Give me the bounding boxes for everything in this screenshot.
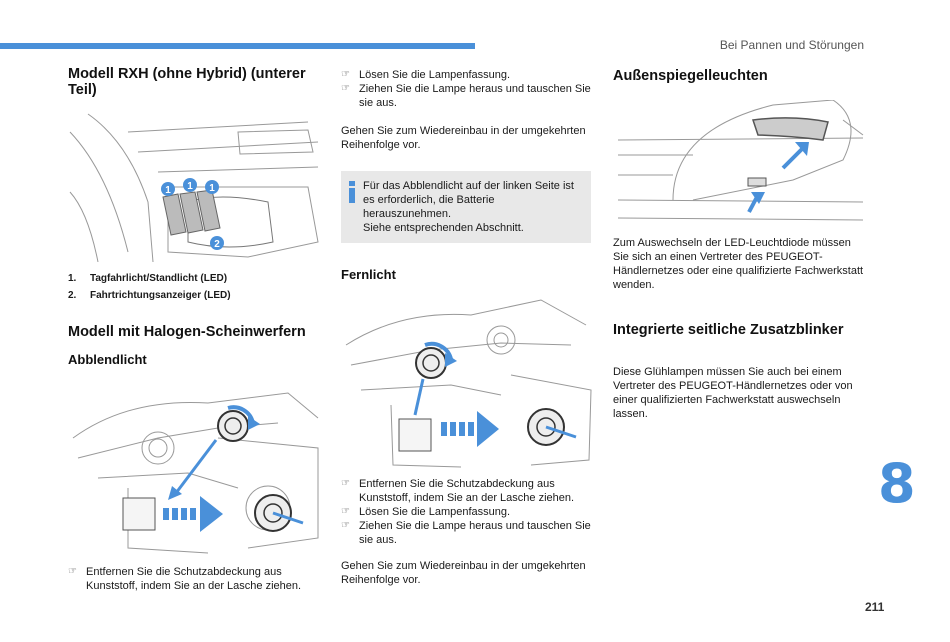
heading-side-blinkers: Integrierte seitliche Zusatzblinker (613, 322, 844, 338)
legend-num-1: 1. (68, 273, 77, 284)
figure-rxh-lower-lights: 1 1 1 2 (69, 113, 319, 262)
legend-text-1: Tagfahrlicht/Standlicht (LED) (90, 273, 228, 284)
callout-1c (205, 180, 219, 194)
legend-item-2: 2. Fahrtrichtungsanzeiger (LED) (68, 287, 323, 304)
bullet-text: Lösen Sie die Lampenfassung. (359, 69, 511, 81)
mirror-lamp (747, 177, 767, 187)
info-icon (348, 181, 356, 203)
halogen-bullets: ☞ Entfernen Sie die Schutzabdeckung aus K… (68, 565, 323, 593)
page-number: 211 (865, 600, 885, 614)
halogen-section: Modell mit Halogen-Scheinwerfern Abblend… (68, 324, 323, 367)
led-strip-1 (162, 193, 187, 236)
legend-item-1: 1. Tagfahrlicht/Standlicht (LED) (68, 270, 323, 287)
bulb-socket (122, 497, 156, 531)
side-blinker-paragraph: Diese Glühlampen müssen Sie auch bei ein… (613, 366, 853, 420)
figure-low-beam (72, 392, 319, 554)
heading-abblendlicht: Abblendlicht (68, 352, 147, 367)
bullet-item: ☞ Lösen Sie die Lampenfassung. (341, 68, 593, 82)
info-box: Für das Abblendlicht auf der linken Seit… (341, 171, 591, 243)
section-header: Bei Pannen und Störungen (719, 38, 864, 52)
high-beam-steps: ☞ Entfernen Sie die Schutzabdeckung aus K… (341, 477, 593, 587)
callout-1c-label: 1 (209, 183, 215, 194)
legend-text-2: Fahrtrichtungsanzeiger (LED) (90, 290, 231, 301)
pointing-hand-icon: ☞ (68, 566, 77, 577)
pointing-hand-icon: ☞ (341, 520, 350, 531)
heading-rxh: Modell RXH (ohne Hybrid) (unterer Teil) (68, 66, 306, 98)
chapter-number: 8 (878, 452, 916, 515)
bullet-item: ☞ Ziehen Sie die Lampe heraus und tausche… (341, 82, 593, 110)
bullet-text: Lösen Sie die Lampenfassung. (359, 506, 511, 518)
bullet-text: Ziehen Sie die Lampe heraus und tauschen… (359, 83, 591, 109)
bullet-text: Entfernen Sie die Schutzabdeckung aus Ku… (359, 478, 575, 504)
legend-num-2: 2. (68, 290, 77, 301)
reassembly-note-2: Gehen Sie zum Wiedereinbau in der umgeke… (341, 560, 586, 586)
bullet-item: ☞ Entfernen Sie die Schutzabdeckung aus K… (341, 477, 593, 505)
led-strip-2 (179, 191, 204, 234)
column-middle: ☞ Lösen Sie die Lampenfassung. ☞ Ziehen Si… (341, 68, 593, 282)
pointing-hand-icon: ☞ (341, 69, 350, 80)
bullet-item: ☞ Lösen Sie die Lampenfassung. (341, 505, 593, 519)
heading-halogen: Modell mit Halogen-Scheinwerfern (68, 324, 306, 340)
mirror-arrow-1 (781, 146, 805, 170)
header-accent-bar (0, 43, 475, 49)
pointer-arrow (174, 439, 218, 494)
replace-arrow (200, 496, 223, 532)
info-text: Für das Abblendlicht auf der linken Seit… (363, 180, 574, 220)
callout-2-label: 2 (214, 239, 220, 250)
rxh-legend: 1. Tagfahrlicht/Standlicht (LED) 2. Fahrtr… (68, 270, 323, 304)
callout-1b-label: 1 (187, 181, 193, 192)
side-blinker-section: Integrierte seitliche Zusatzblinker Dies… (613, 322, 868, 421)
figure-high-beam (345, 299, 592, 468)
pointing-hand-icon: ☞ (341, 506, 350, 517)
bullet-item: ☞ Ziehen Sie die Lampe heraus und tausche… (341, 519, 593, 547)
callout-1a-label: 1 (165, 185, 171, 196)
low-beam-cap (217, 410, 249, 442)
figure-mirror-light (617, 100, 864, 221)
high-beam-cap (415, 347, 447, 379)
column-left: Modell RXH (ohne Hybrid) (unterer Teil) (68, 66, 323, 98)
column-right: Außenspiegelleuchten (613, 68, 868, 84)
heading-mirror-lights: Außenspiegelleuchten (613, 68, 768, 84)
mirror-text-block: Zum Auswechseln der LED-Leuchtdiode müss… (613, 236, 868, 292)
callout-2 (210, 236, 224, 250)
mirror-led-strip (751, 117, 829, 141)
callout-1b (183, 178, 197, 192)
info-reference: Siehe entsprechenden Abschnitt. (363, 222, 524, 234)
bullet-item: ☞ Entfernen Sie die Schutzabdeckung aus K… (68, 565, 323, 593)
pointing-hand-icon: ☞ (341, 478, 350, 489)
pointing-hand-icon: ☞ (341, 83, 350, 94)
heading-fernlicht: Fernlicht (341, 267, 396, 282)
high-beam-socket (398, 418, 432, 452)
callout-1a (161, 182, 175, 196)
mirror-paragraph: Zum Auswechseln der LED-Leuchtdiode müss… (613, 237, 864, 291)
bullet-text: Ziehen Sie die Lampe heraus und tauschen… (359, 520, 591, 546)
reassembly-note-1: Gehen Sie zum Wiedereinbau in der umgeke… (341, 125, 586, 151)
bullet-text: Entfernen Sie die Schutzabdeckung aus Ku… (86, 566, 302, 592)
